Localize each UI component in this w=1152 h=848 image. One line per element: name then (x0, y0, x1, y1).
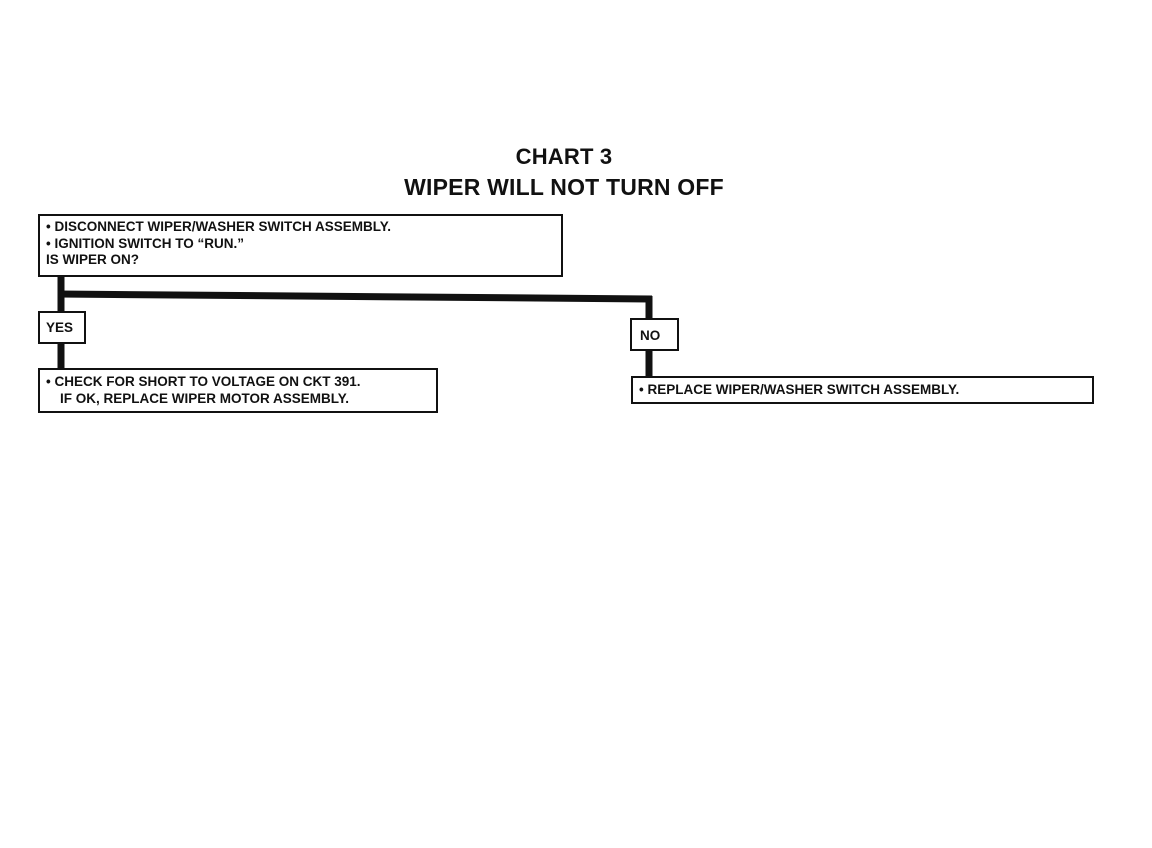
diagnostic-question-box: • DISCONNECT WIPER/WASHER SWITCH ASSEMBL… (38, 214, 563, 277)
step-ignition-run: • IGNITION SWITCH TO “RUN.” (46, 235, 244, 251)
chart-title: WIPER WILL NOT TURN OFF (404, 174, 724, 200)
yes-action-replace-motor: IF OK, REPLACE WIPER MOTOR ASSEMBLY. (60, 390, 350, 406)
question-wiper-on: IS WIPER ON? (46, 252, 140, 267)
connector-branch-horizontal (57, 290, 653, 303)
no-branch-label: NO (630, 318, 679, 351)
yes-action-box: • CHECK FOR SHORT TO VOLTAGE ON CKT 391.… (38, 368, 438, 413)
chart-number-title: CHART 3 (515, 144, 613, 169)
step-disconnect-switch: • DISCONNECT WIPER/WASHER SWITCH ASSEMBL… (46, 219, 392, 234)
no-action-replace-switch: • REPLACE WIPER/WASHER SWITCH ASSEMBLY. (639, 382, 960, 397)
yes-action-check-short: • CHECK FOR SHORT TO VOLTAGE ON CKT 391. (46, 374, 361, 389)
no-action-box: • REPLACE WIPER/WASHER SWITCH ASSEMBLY. (631, 376, 1094, 404)
yes-branch-label: YES (38, 311, 86, 344)
